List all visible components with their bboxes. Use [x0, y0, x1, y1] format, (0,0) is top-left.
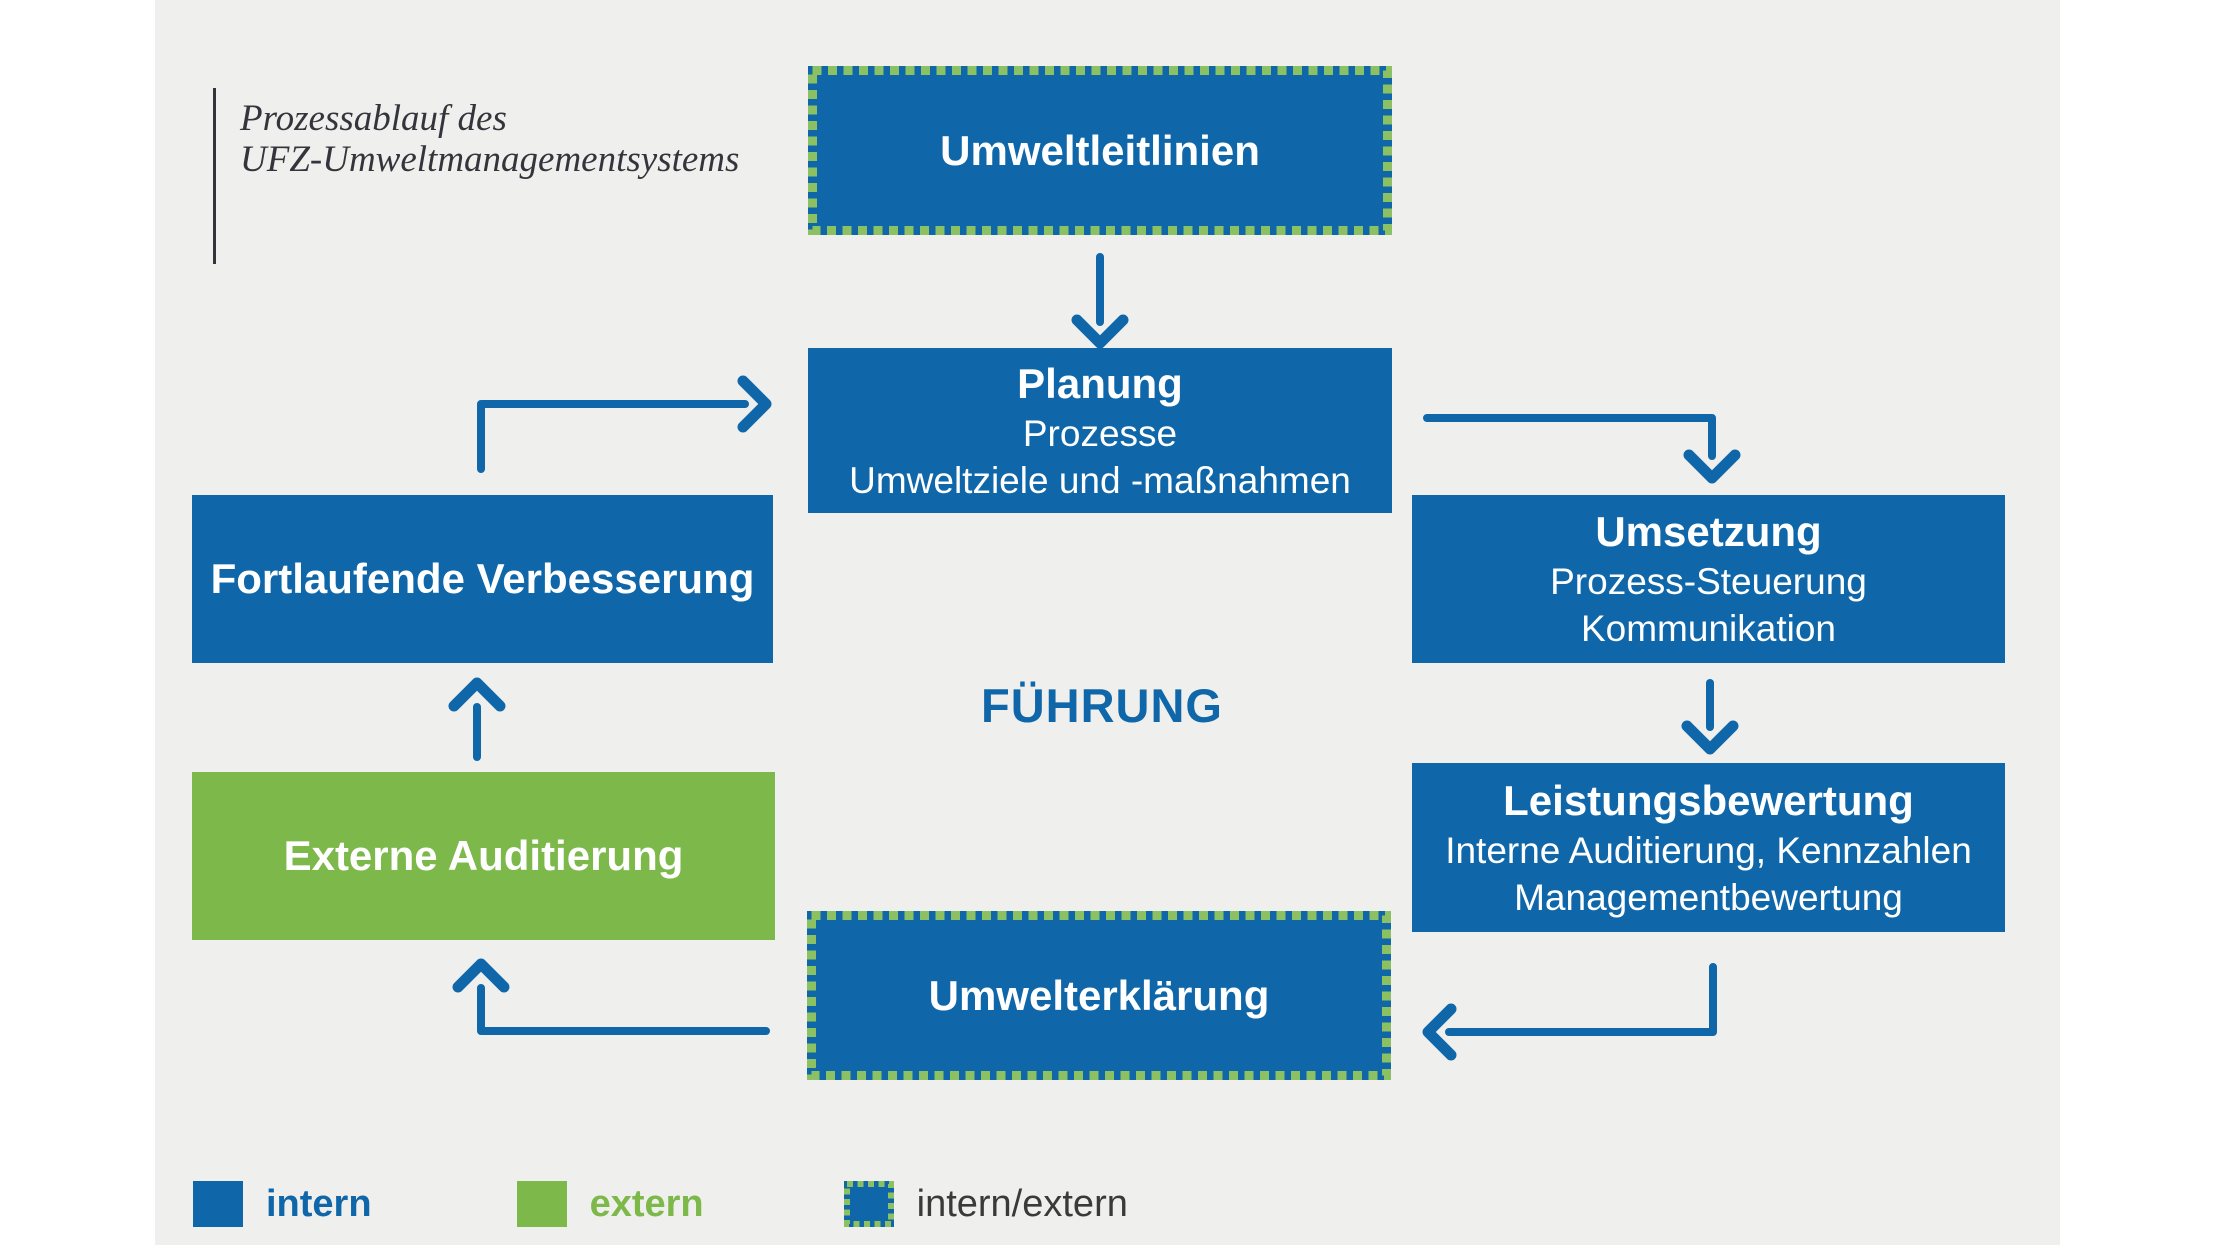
legend-label-intern: intern: [266, 1182, 372, 1225]
box-leistungsbewertung-line2: Managementbewertung: [1514, 876, 1903, 918]
legend: intern extern intern/extern: [193, 1181, 1128, 1227]
arrow-umsetzung-to-leistungsbewertung: [1681, 679, 1739, 755]
box-leistungsbewertung: Leistungsbewertung Interne Auditierung, …: [1412, 763, 2005, 932]
box-umsetzung-title: Umsetzung: [1595, 508, 1822, 555]
box-externe-auditierung: Externe Auditierung: [192, 772, 775, 940]
box-externe-auditierung-title: Externe Auditierung: [283, 832, 684, 879]
legend-swatch-intern-extern: [843, 1181, 894, 1227]
box-umweltleitlinien: Umweltleitlinien: [808, 66, 1392, 235]
page-title: Prozessablauf des UFZ-Umweltmanagementsy…: [240, 98, 739, 180]
box-umsetzung-line2: Kommunikation: [1580, 608, 1836, 649]
box-umsetzung: Umsetzung Prozess-Steuerung Kommunikatio…: [1412, 495, 2005, 663]
page-title-line1: Prozessablauf des: [240, 98, 507, 139]
box-planung-line1: Prozesse: [1022, 412, 1178, 454]
legend-label-intern-extern: intern/extern: [916, 1182, 1128, 1225]
box-umsetzung-line1: Prozess-Steuerung: [1550, 561, 1867, 602]
box-fortlaufende-verbesserung-title: Fortlaufende Verbesserung: [210, 555, 755, 602]
page-title-line2: UFZ-Umweltmanagementsystems: [240, 139, 740, 180]
arrow-umweltleitlinien-to-planung: [1071, 253, 1129, 349]
arrow-umwelterklaerung-to-externe-auditierung: [452, 958, 770, 1035]
arrow-fortlaufende-to-planung: [477, 375, 772, 473]
title-rule: [213, 88, 216, 264]
legend-swatch-intern: [193, 1181, 243, 1227]
box-umwelterklaerung: Umwelterklärung: [807, 911, 1391, 1080]
box-fortlaufende-verbesserung: Fortlaufende Verbesserung: [192, 495, 773, 663]
box-leistungsbewertung-line1: Interne Auditierung, Kennzahlen: [1445, 829, 1972, 871]
box-leistungsbewertung-title: Leistungsbewertung: [1503, 776, 1914, 824]
box-planung-title: Planung: [1017, 359, 1183, 407]
box-planung-line2: Umweltziele und -maßnahmen: [849, 459, 1351, 501]
arrow-externe-auditierung-to-fortlaufende: [448, 677, 506, 761]
fuehrung-label: FÜHRUNG: [981, 679, 1223, 732]
box-umweltleitlinien-title: Umweltleitlinien: [940, 126, 1260, 174]
arrow-planung-to-umsetzung: [1423, 414, 1741, 484]
box-planung: Planung Prozesse Umweltziele und -maßnah…: [808, 348, 1392, 513]
legend-label-extern: extern: [589, 1182, 704, 1225]
box-umwelterklaerung-title: Umwelterklärung: [928, 971, 1270, 1019]
dashed-border: [843, 1181, 894, 1227]
legend-swatch-extern: [516, 1181, 567, 1227]
arrow-leistungsbewertung-to-umwelterklaerung: [1422, 963, 1717, 1061]
